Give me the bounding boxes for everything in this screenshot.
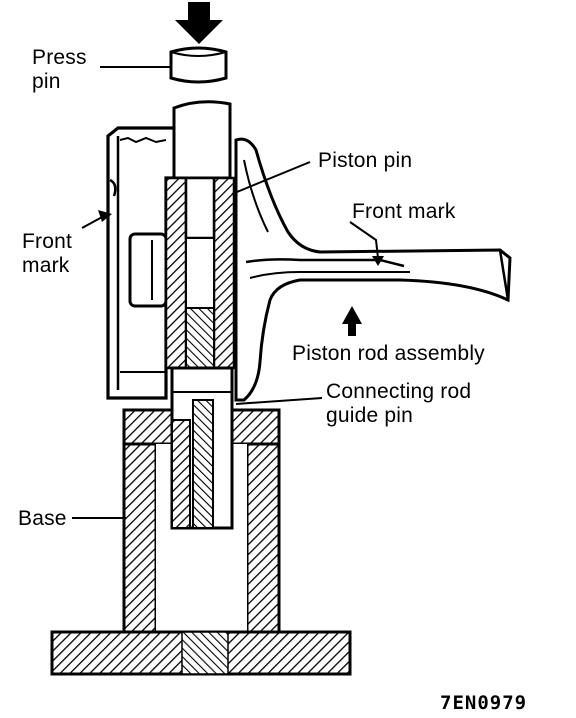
piston-pin — [164, 176, 236, 370]
leader-front-mark-left — [81, 215, 105, 229]
front-mark-right-label: Front mark — [352, 200, 456, 223]
piston-pin-label: Piston pin — [318, 149, 413, 172]
press-pin-label-line2: pin — [32, 70, 61, 93]
push-arrow — [175, 2, 223, 44]
connecting-rod-guide-pin — [170, 366, 234, 530]
guide-pin-label-line1: Connecting rod — [326, 380, 472, 403]
leader-guide-pin — [235, 397, 323, 405]
piston — [106, 126, 178, 400]
guide-pin-label-line2: guide pin — [326, 404, 414, 427]
piston-rod-arrow — [342, 306, 362, 336]
front-mark-left-label-line1: Front — [22, 230, 73, 253]
leader-lines — [72, 66, 384, 519]
base-label: Base — [18, 507, 67, 530]
front-mark-left-label-line2: mark — [22, 254, 70, 277]
leader-front-mark-right — [349, 221, 379, 259]
press-pin-label-line1: Press — [32, 46, 87, 69]
press-pin — [169, 46, 228, 84]
leader-piston-pin — [231, 161, 311, 195]
base — [50, 408, 352, 676]
connecting-rod — [234, 137, 512, 402]
figure-id: 7EN0979 — [440, 692, 528, 714]
press-pin-shaft — [172, 100, 232, 180]
piston-rod-assembly-label: Piston rod assembly — [292, 342, 485, 365]
